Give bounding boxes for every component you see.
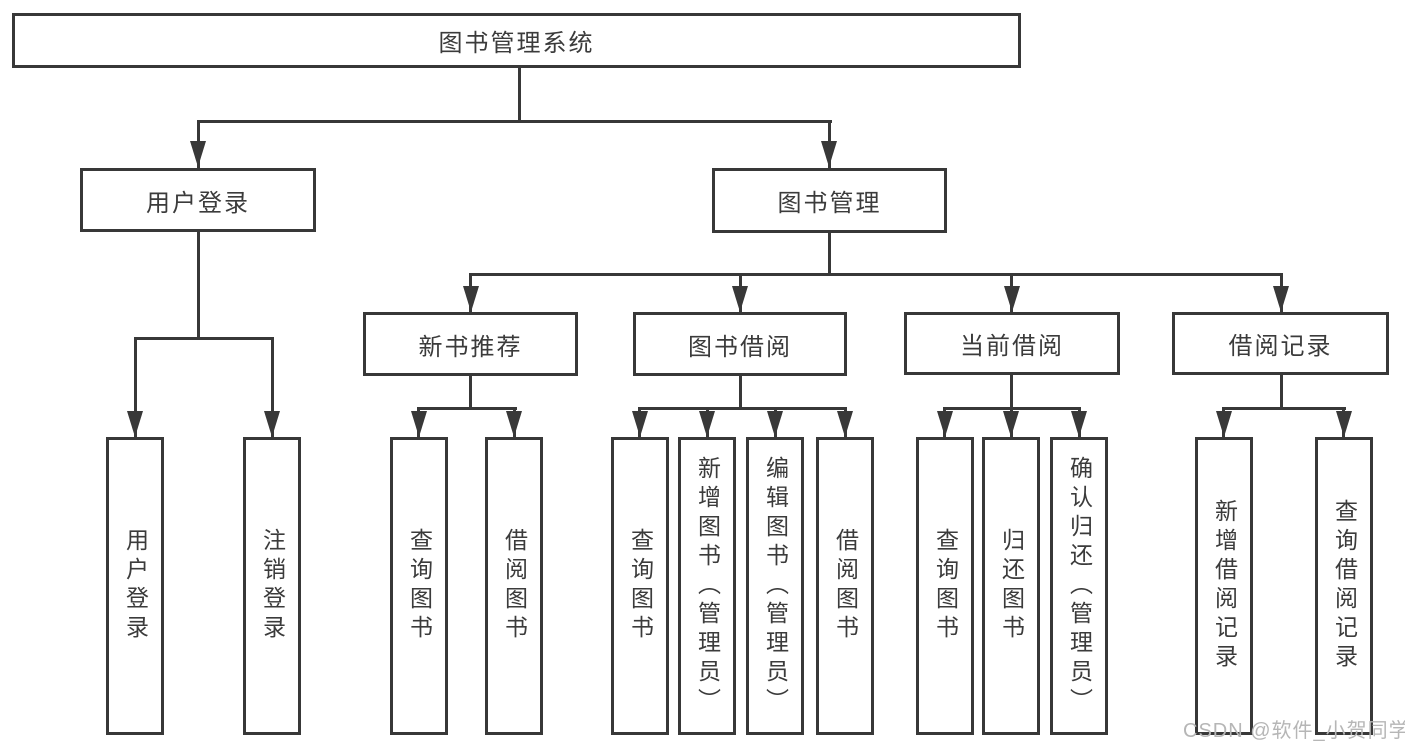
connector-current-borrow-stem bbox=[1010, 375, 1013, 410]
arrowhead-leaf bbox=[1003, 411, 1019, 437]
node-leaf-borrow-books-recommend: 借阅图书 bbox=[485, 437, 543, 735]
node-leaf-query-books-recommend: 查询图书 bbox=[390, 437, 448, 735]
connector-borrow-records-split bbox=[1222, 407, 1346, 410]
node-book-borrow: 图书借阅 bbox=[633, 312, 847, 376]
node-library-system: 图书管理系统 bbox=[12, 13, 1021, 68]
connector-new-book-stem bbox=[469, 376, 472, 410]
node-book-borrow-label: 图书借阅 bbox=[688, 333, 792, 361]
connector-new-book-split bbox=[417, 407, 517, 410]
arrowhead-leaf bbox=[411, 411, 427, 437]
node-leaf-logout: 注销登录 bbox=[243, 437, 301, 735]
leaf-label: 确认归还（管理员） bbox=[1066, 455, 1093, 717]
node-new-book-recommend: 新书推荐 bbox=[363, 312, 578, 376]
connector-user-login-stem bbox=[197, 232, 200, 340]
arrowhead-leaf bbox=[1216, 411, 1232, 437]
node-leaf-confirm-return-admin: 确认归还（管理员） bbox=[1050, 437, 1108, 735]
node-current-borrow: 当前借阅 bbox=[904, 312, 1120, 375]
arrowhead-leaf bbox=[937, 411, 953, 437]
csdn-watermark: CSDN @软件_小贺同学 bbox=[1183, 720, 1405, 742]
node-book-management-label: 图书管理 bbox=[777, 190, 882, 217]
arrowhead-logout-leaf bbox=[264, 411, 280, 437]
leaf-label: 编辑图书（管理员） bbox=[762, 455, 789, 717]
node-leaf-add-books-admin: 新增图书（管理员） bbox=[678, 437, 736, 735]
connector-book-mgmt-stem bbox=[828, 233, 831, 276]
arrowhead-leaf bbox=[1336, 411, 1352, 437]
leaf-label: 借阅图书 bbox=[832, 528, 859, 644]
node-library-system-label: 图书管理系统 bbox=[438, 30, 595, 57]
arrowhead-borrow-records bbox=[1273, 286, 1289, 312]
connector-book-borrow-stem bbox=[739, 376, 742, 410]
connector-to-logout-leaf bbox=[271, 337, 274, 437]
leaf-label: 用户登录 bbox=[122, 528, 149, 644]
connector-borrow-records-stem bbox=[1280, 375, 1283, 410]
arrowhead-leaf bbox=[632, 411, 648, 437]
arrowhead-new-book bbox=[463, 286, 479, 312]
leaf-label: 查询图书 bbox=[406, 528, 433, 644]
connector-level3-split bbox=[469, 273, 1283, 276]
leaf-label: 查询图书 bbox=[627, 528, 654, 644]
arrowhead-book-borrow bbox=[732, 286, 748, 312]
node-new-book-recommend-label: 新书推荐 bbox=[418, 333, 523, 361]
connector-root-stem bbox=[518, 68, 521, 121]
node-leaf-query-books-current: 查询图书 bbox=[916, 437, 974, 735]
node-leaf-borrow-books: 借阅图书 bbox=[816, 437, 874, 735]
node-borrow-records-label: 借阅记录 bbox=[1228, 333, 1333, 360]
arrowhead-leaf bbox=[767, 411, 783, 437]
arrowhead-current-borrow bbox=[1004, 286, 1020, 312]
leaf-label: 归还图书 bbox=[998, 528, 1025, 644]
node-leaf-query-borrow-record: 查询借阅记录 bbox=[1315, 437, 1373, 735]
node-leaf-return-books: 归还图书 bbox=[982, 437, 1040, 735]
arrowhead-user-login bbox=[190, 141, 206, 167]
node-leaf-add-borrow-record: 新增借阅记录 bbox=[1195, 437, 1253, 735]
leaf-label: 新增图书（管理员） bbox=[694, 455, 721, 717]
connector-user-login-split bbox=[134, 337, 274, 340]
leaf-label: 查询图书 bbox=[932, 528, 959, 644]
leaf-label: 新增借阅记录 bbox=[1211, 499, 1238, 673]
arrowhead-login-leaf bbox=[127, 411, 143, 437]
leaf-label: 查询借阅记录 bbox=[1331, 499, 1358, 673]
connector-book-borrow-split bbox=[638, 407, 847, 410]
connector-to-login-leaf bbox=[134, 337, 137, 437]
node-user-login-label: 用户登录 bbox=[146, 189, 250, 217]
node-user-login: 用户登录 bbox=[80, 168, 316, 232]
leaf-label: 借阅图书 bbox=[501, 528, 528, 644]
node-current-borrow-label: 当前借阅 bbox=[960, 333, 1064, 360]
connector-level2-split bbox=[197, 120, 832, 123]
leaf-label: 注销登录 bbox=[259, 528, 286, 644]
node-book-management: 图书管理 bbox=[712, 168, 947, 233]
arrowhead-leaf bbox=[837, 411, 853, 437]
node-leaf-user-login: 用户登录 bbox=[106, 437, 164, 735]
node-leaf-query-books-borrow: 查询图书 bbox=[611, 437, 669, 735]
node-leaf-edit-books-admin: 编辑图书（管理员） bbox=[746, 437, 804, 735]
arrowhead-leaf bbox=[506, 411, 522, 437]
arrowhead-book-mgmt bbox=[821, 141, 837, 167]
arrowhead-leaf bbox=[699, 411, 715, 437]
node-borrow-records: 借阅记录 bbox=[1172, 312, 1389, 375]
arrowhead-leaf bbox=[1071, 411, 1087, 437]
